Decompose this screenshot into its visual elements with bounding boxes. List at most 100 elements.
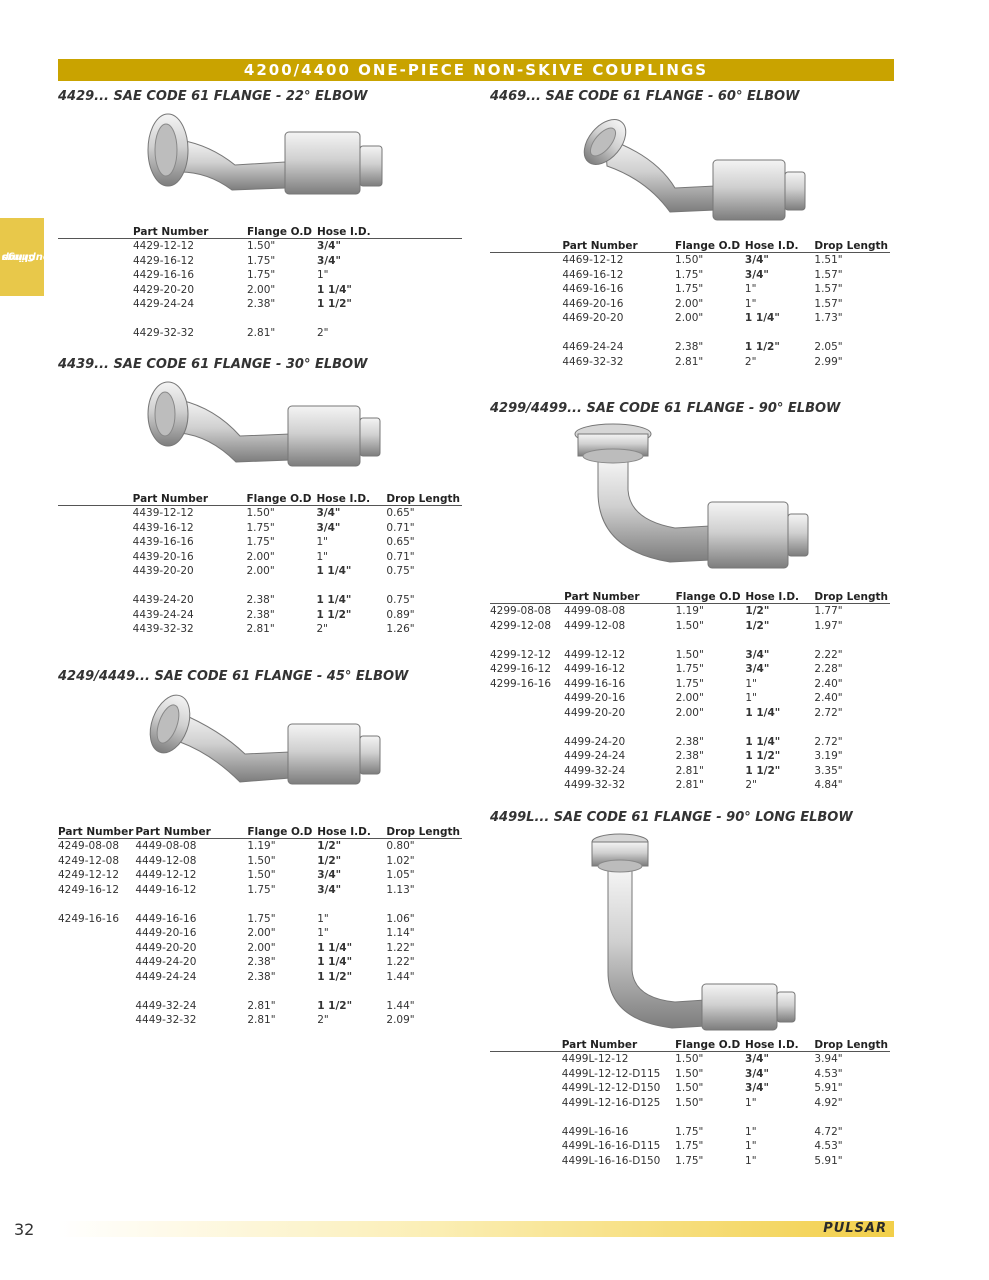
table-4429: Part Number Flange O.D Hose I.D. 4429-12… — [58, 226, 462, 341]
fitting-90deg-image — [574, 423, 809, 569]
col-header: Hose I.D. — [316, 493, 387, 506]
col-header: Drop Length — [814, 240, 890, 253]
section-title-4469: 4469... SAE CODE 61 FLANGE - 60° ELBOW — [490, 89, 800, 104]
col-header: Flange O.D — [246, 493, 317, 506]
side-tab-line2: Couplings — [1, 251, 58, 263]
col-header: Hose I.D. — [317, 226, 462, 239]
section-title-4499: 4299/4499... SAE CODE 61 FLANGE - 90° EL… — [490, 401, 841, 416]
side-tab — [0, 218, 44, 296]
fitting-30deg-image — [147, 381, 381, 467]
footer-bar — [58, 1221, 894, 1237]
col-header: Flange O.D — [675, 240, 745, 253]
col-header — [490, 591, 565, 604]
section-title-4439: 4439... SAE CODE 61 FLANGE - 30° ELBOW — [58, 357, 368, 372]
table-4449: Part Number Part Number Flange O.D Hose … — [58, 826, 462, 1028]
col-header: Part Number — [564, 591, 676, 604]
fitting-90deg-long-image — [591, 833, 796, 1031]
col-header: Hose I.D. — [317, 826, 387, 839]
col-header: Drop Length — [814, 1039, 890, 1052]
col-header: Flange O.D — [675, 1039, 746, 1052]
table-4499L: Part Number Flange O.D Hose I.D. Drop Le… — [490, 1039, 890, 1168]
col-header: Drop Length — [814, 591, 890, 604]
col-header: Flange O.D — [247, 226, 317, 239]
col-header: Hose I.D. — [744, 240, 815, 253]
section-title-4499L: 4499L... SAE CODE 61 FLANGE - 90° LONG E… — [490, 810, 853, 825]
fitting-60deg-image — [583, 119, 806, 221]
fitting-22deg-image — [147, 113, 383, 195]
brand-logo: PULSAR — [823, 1221, 887, 1236]
col-header: Hose I.D. — [745, 591, 815, 604]
col-header: Hose I.D. — [745, 1039, 815, 1052]
table-4499: Part Number Flange O.D Hose I.D. Drop Le… — [490, 591, 890, 793]
section-title-4429: 4429... SAE CODE 61 FLANGE - 22° ELBOW — [58, 89, 368, 104]
col-header: Part Number — [132, 493, 247, 506]
col-header: Part Number — [133, 226, 247, 239]
col-header: Drop Length — [386, 493, 462, 506]
col-header: Part Number — [562, 240, 676, 253]
table-4469: Part Number Flange O.D Hose I.D. Drop Le… — [490, 240, 890, 369]
fitting-45deg-image — [149, 694, 381, 785]
page-banner: 4200/4400 ONE-PIECE NON-SKIVE COUPLINGS — [58, 59, 894, 81]
col-header: Flange O.D — [675, 591, 746, 604]
page-number: 32 — [14, 1220, 35, 1239]
col-header: Flange O.D — [247, 826, 318, 839]
table-4439: Part Number Flange O.D Hose I.D. Drop Le… — [58, 493, 462, 637]
section-title-4449: 4249/4449... SAE CODE 61 FLANGE - 45° EL… — [58, 669, 409, 684]
col-header: Part Number — [58, 826, 136, 839]
col-header: Part Number — [135, 826, 248, 839]
